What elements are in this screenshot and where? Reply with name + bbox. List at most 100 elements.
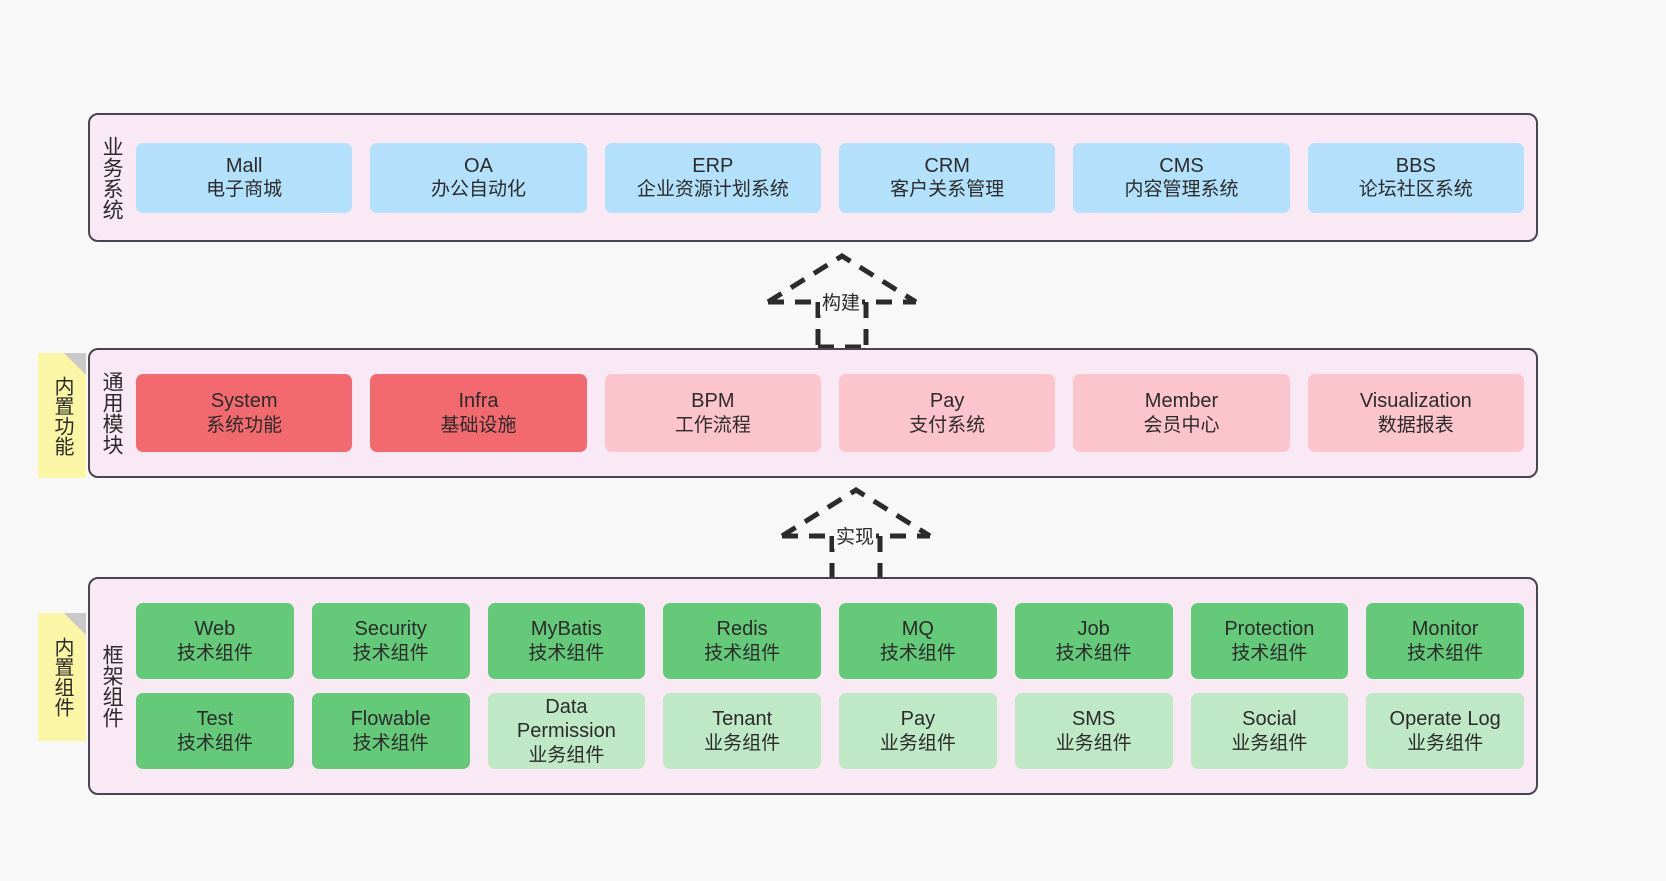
card-title-en: BBS: [1395, 154, 1436, 177]
card-title-en: Infra: [458, 390, 499, 413]
connector-build-label: 构建: [820, 288, 863, 315]
sticky-note-builtin-components: 内置组件: [38, 613, 86, 741]
card-title-en: Web: [194, 618, 236, 641]
card-title-en: Protection: [1224, 618, 1315, 641]
card-title-en: OA: [464, 154, 493, 177]
connector-build: 构建: [752, 250, 932, 350]
card-title-en: Tenant: [712, 708, 773, 731]
card-title-en: CMS: [1159, 154, 1204, 177]
card-title-cn: 电子商城: [206, 179, 283, 201]
card-title-cn: 技术组件: [176, 732, 253, 754]
card-title-en: Pay: [900, 708, 936, 731]
card-title-en: Security: [354, 618, 427, 641]
card-title-en: Redis: [716, 618, 768, 641]
card-title-cn: 业务组件: [528, 744, 605, 766]
connector-implement-label: 实现: [834, 522, 877, 549]
card-title-cn: 业务组件: [879, 732, 956, 754]
card-title-en: Member: [1144, 390, 1219, 413]
card-title-cn: 技术组件: [1407, 642, 1484, 664]
card-title-cn: 技术组件: [352, 642, 429, 664]
card-title-en: Monitor: [1411, 618, 1479, 641]
card-title-en: System: [210, 390, 278, 413]
card-title-cn: 论坛社区系统: [1358, 179, 1473, 201]
card-title-cn: 支付系统: [909, 414, 986, 436]
card-title-cn: 技术组件: [1055, 642, 1132, 664]
card-title-cn: 业务组件: [1055, 732, 1132, 754]
card-title-cn: 业务组件: [704, 732, 781, 754]
card-title-cn: 内容管理系统: [1124, 179, 1239, 201]
card-title-cn: 系统功能: [206, 414, 283, 436]
card-title-en: Mall: [225, 154, 263, 177]
card-title-cn: 数据报表: [1377, 414, 1454, 436]
connector-implement: 实现: [766, 484, 946, 584]
card-title-cn: 技术组件: [1231, 642, 1308, 664]
card-title-cn: 客户关系管理: [890, 179, 1005, 201]
card-title-en: Flowable: [350, 708, 431, 731]
card-title-en: MyBatis: [530, 618, 602, 641]
card-title-cn: 办公自动化: [430, 179, 526, 201]
card-title-cn: 基础设施: [440, 414, 517, 436]
card-title-en: Social: [1242, 708, 1297, 731]
card-title-cn: 技术组件: [704, 642, 781, 664]
card-title-en: Pay: [929, 390, 965, 413]
card-title-cn: 技术组件: [528, 642, 605, 664]
sticky-note-builtin-features: 内置功能: [38, 353, 86, 478]
card-title-en: Test: [196, 708, 234, 731]
card-title-en: Data Permission: [516, 696, 616, 743]
card-title-en: Job: [1077, 618, 1110, 641]
card-title-en: SMS: [1071, 708, 1116, 731]
card-title-en: MQ: [901, 618, 934, 641]
card-title-cn: 会员中心: [1143, 414, 1220, 436]
card-title-en: Operate Log: [1389, 708, 1501, 731]
card-title-cn: 工作流程: [674, 414, 751, 436]
card-title-en: Visualization: [1359, 390, 1472, 413]
layer-business-system-label: 业务系统: [100, 135, 124, 220]
layer-framework-component-label: 框架组件: [100, 644, 124, 728]
card-title-cn: 企业资源计划系统: [636, 179, 789, 201]
card-title-cn: 业务组件: [1231, 732, 1308, 754]
layer-common-module-label: 通用模块: [100, 371, 124, 455]
card-title-en: ERP: [692, 154, 734, 177]
card-title-cn: 技术组件: [879, 642, 956, 664]
card-title-cn: 业务组件: [1407, 732, 1484, 754]
